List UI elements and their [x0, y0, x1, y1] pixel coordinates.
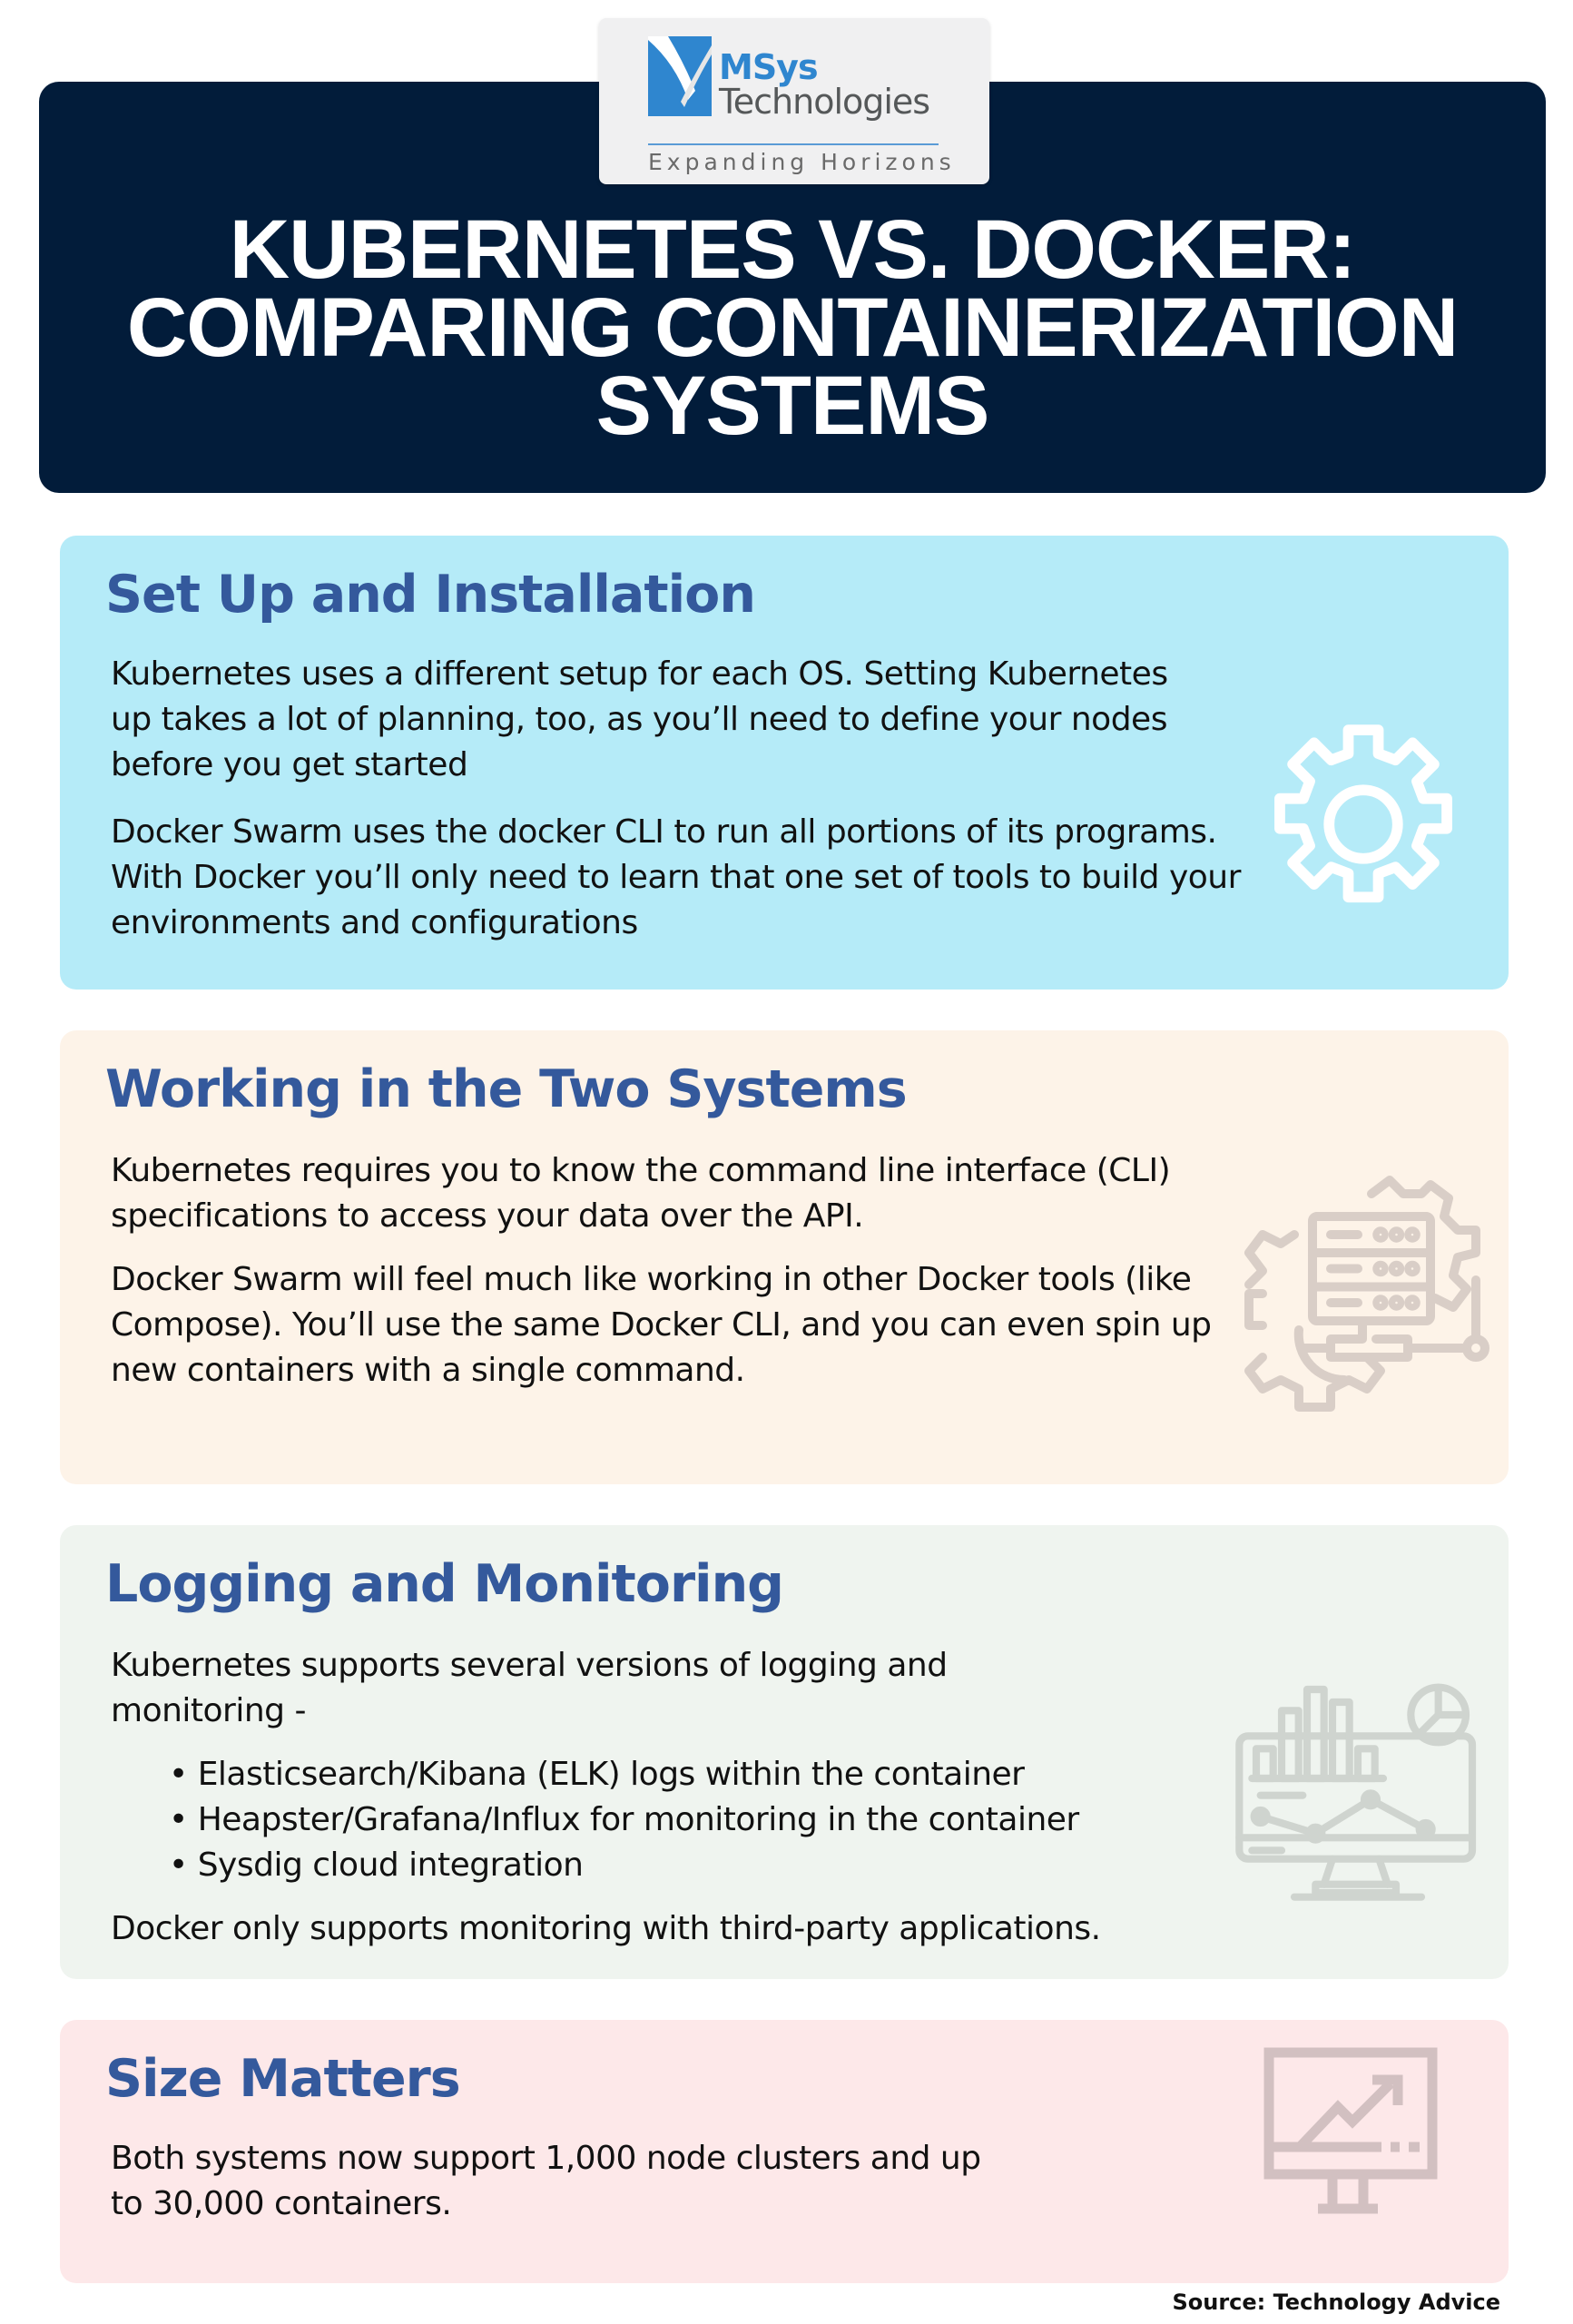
section-paragraph: Both systems now support 1,000 node clus…: [111, 2140, 981, 2222]
logo-name-line2: Technologies: [719, 82, 930, 122]
section-paragraph: Kubernetes requires you to know the comm…: [111, 1152, 1171, 1235]
logo-divider: [648, 143, 939, 145]
list-item: Sysdig cloud integration: [169, 1843, 1079, 1888]
section-paragraph: Kubernetes uses a different setup for ea…: [111, 655, 1168, 783]
monitor-growth-icon: [1263, 2047, 1438, 2214]
section-title: Size Matters: [105, 2049, 461, 2109]
logo: MSys Technologies Expanding Horizons: [599, 18, 989, 184]
title-line-3: SYSTEMS: [595, 359, 990, 452]
section-title: Working in the Two Systems: [105, 1059, 908, 1119]
section-setup-installation: Set Up and Installation Kubernetes uses …: [60, 536, 1509, 990]
title-line-1: KUBERNETES VS. DOCKER:: [229, 203, 1357, 296]
section-title: Set Up and Installation: [105, 565, 756, 625]
section-working-two-systems: Working in the Two Systems Kubernetes re…: [60, 1030, 1509, 1484]
section-outro: Docker only supports monitoring with thi…: [111, 1910, 1101, 1947]
section-paragraph: Docker Swarm will feel much like working…: [111, 1261, 1212, 1389]
section-logging-monitoring: Logging and Monitoring Kubernetes suppor…: [60, 1525, 1509, 1979]
logo-name-line1: MSys: [719, 47, 819, 87]
gear-icon: [1274, 724, 1452, 903]
section-size-matters: Size Matters Both systems now support 1,…: [60, 2020, 1509, 2283]
msys-logo-icon: [648, 36, 712, 116]
source-credit: Source: Technology Advice: [1172, 2290, 1500, 2315]
list-item: Elasticsearch/Kibana (ELK) logs within t…: [169, 1752, 1079, 1797]
logging-tools-list: Elasticsearch/Kibana (ELK) logs within t…: [169, 1752, 1080, 1888]
list-item: Heapster/Grafana/Influx for monitoring i…: [169, 1797, 1080, 1843]
page-title: KUBERNETES VS. DOCKER: COMPARING CONTAIN…: [39, 203, 1546, 452]
section-paragraph: Docker Swarm uses the docker CLI to run …: [111, 813, 1241, 941]
section-title: Logging and Monitoring: [105, 1554, 784, 1614]
logo-tagline: Expanding Horizons: [648, 149, 956, 175]
monitor-analytics-icon: [1235, 1683, 1477, 1901]
title-line-2: COMPARING CONTAINERIZATION: [126, 281, 1459, 374]
section-intro: Kubernetes supports several versions of …: [111, 1647, 948, 1729]
server-gear-icon: [1244, 1176, 1489, 1412]
